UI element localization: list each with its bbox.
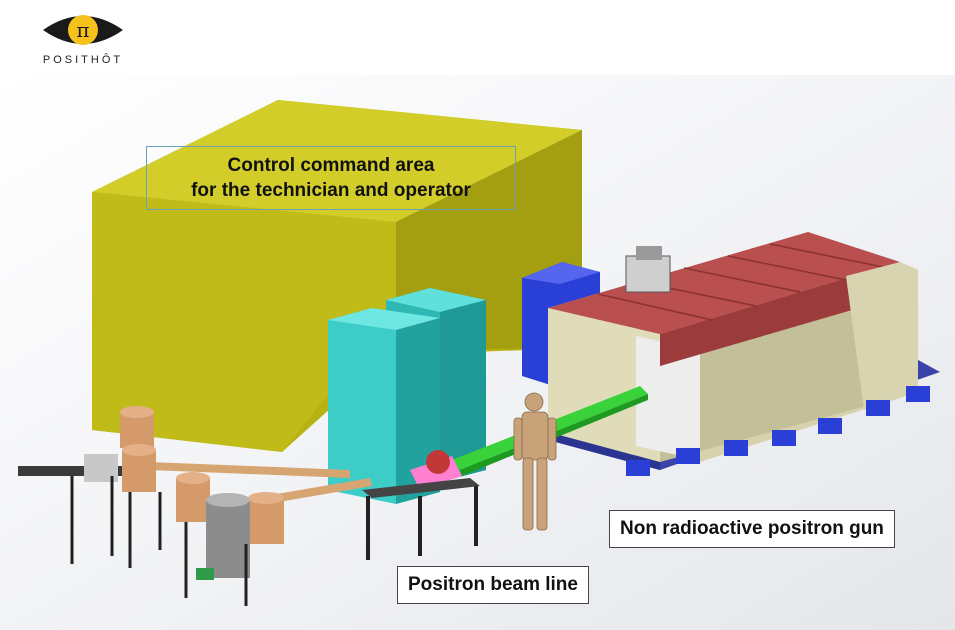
beam-line-label: Positron beam line <box>397 566 589 604</box>
control-area-label-line2: for the technician and operator <box>191 180 471 201</box>
logo-symbol: π <box>76 18 89 42</box>
human-figure <box>513 392 557 531</box>
control-area-label: Control command area for the technician … <box>146 146 516 210</box>
vacuum-equipment <box>18 406 284 606</box>
logo-text: POSITHÔT <box>42 54 124 66</box>
eye-logo-icon: π <box>43 15 123 45</box>
control-area-box <box>92 100 582 452</box>
electronics-cabinets <box>328 288 486 504</box>
positron-gun-label: Non radioactive positron gun <box>609 510 895 548</box>
posithot-logo: π POSITHÔT <box>28 8 138 70</box>
control-area-label-line1: Control command area <box>227 155 435 176</box>
